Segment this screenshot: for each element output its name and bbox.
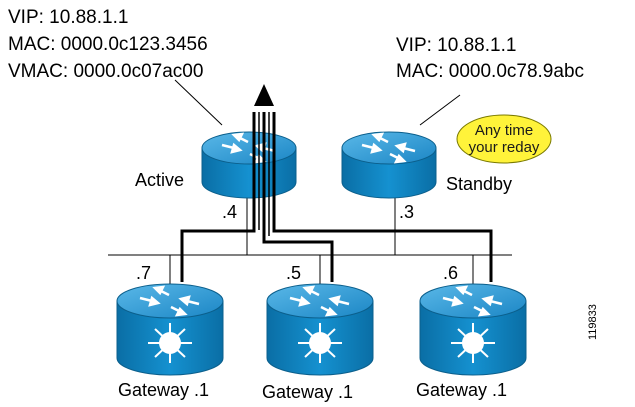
note-line-1: Any time xyxy=(474,122,534,139)
traffic-paths xyxy=(180,112,493,282)
gateway-2-icon xyxy=(266,283,374,376)
standby-interface-label: .3 xyxy=(399,202,415,222)
router-standby-icon xyxy=(341,131,437,199)
active-interface-label: .4 xyxy=(222,202,238,222)
note-bubble xyxy=(456,114,552,164)
gateway-3-icon xyxy=(419,283,527,376)
gateway-3-interface: .6 xyxy=(443,263,459,283)
gateway-1-label: Gateway .1 xyxy=(118,380,210,400)
gateway-3-label: Gateway .1 xyxy=(416,380,508,400)
router-active-icon xyxy=(201,131,297,199)
gateway-2-interface: .5 xyxy=(286,263,302,283)
standby-mac-label: MAC: 0000.0c78.9abc xyxy=(396,61,585,82)
figure-id: 119833 xyxy=(587,304,599,340)
note-text: Any time your reday xyxy=(452,122,556,156)
standby-vip-label: VIP: 10.88.1.1 xyxy=(396,35,517,56)
traffic-arrowhead xyxy=(254,84,274,106)
gateway-2-label: Gateway .1 xyxy=(262,382,354,402)
active-mac-label: MAC: 0000.0c123.3456 xyxy=(8,34,208,55)
standby-router-label: Standby xyxy=(446,174,513,194)
active-router-label: Active xyxy=(135,170,185,190)
active-vmac-label: VMAC: 0000.0c07ac00 xyxy=(8,61,204,82)
callout-pointer-active xyxy=(174,79,223,126)
note-line-2: your reday xyxy=(468,139,540,156)
gateway-1-interface: .7 xyxy=(136,263,152,283)
callout-pointer-standby xyxy=(419,94,461,126)
gateway-1-icon xyxy=(116,283,224,376)
active-vip-label: VIP: 10.88.1.1 xyxy=(8,7,129,28)
